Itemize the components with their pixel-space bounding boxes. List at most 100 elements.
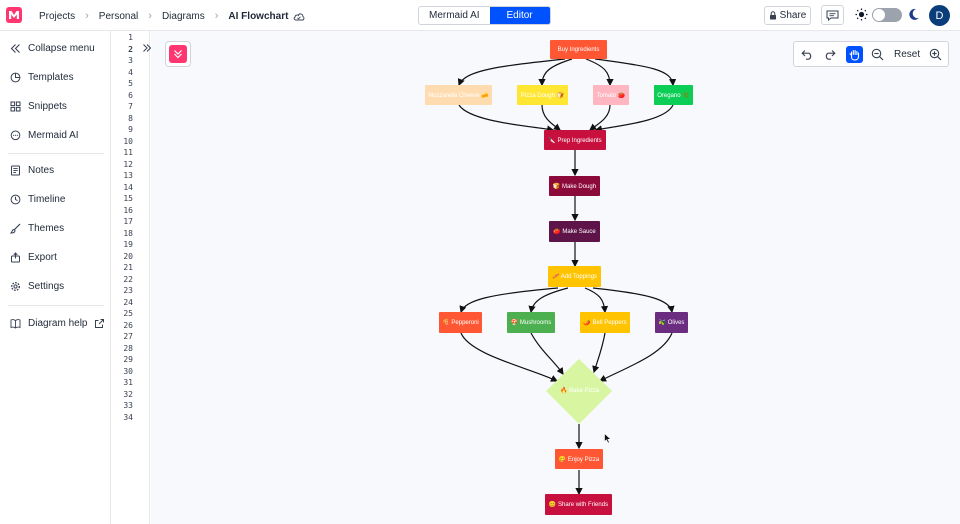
line-number: 22 xyxy=(123,274,133,284)
sidebar-item-label: Settings xyxy=(28,280,65,292)
collapse-panel-button[interactable] xyxy=(165,41,191,67)
sidebar-item-label: Export xyxy=(28,251,57,263)
clock-icon xyxy=(10,194,21,204)
paintbrush-icon xyxy=(10,223,21,234)
sidebar-item-label: Themes xyxy=(28,222,65,234)
sun-icon[interactable] xyxy=(855,8,868,21)
breadcrumb-projects[interactable]: Projects xyxy=(39,10,76,22)
node-make-sauce[interactable]: 🍅 Make Sauce xyxy=(549,221,600,242)
node-add-toppings[interactable]: 🥓 Add Toppings xyxy=(548,266,601,287)
sidebar-item-label: Collapse menu xyxy=(28,42,95,54)
line-number: 23 xyxy=(123,286,133,295)
line-number: 17 xyxy=(123,217,133,226)
line-number: 31 xyxy=(123,378,133,387)
line-number: 27 xyxy=(123,332,133,341)
toggle-knob xyxy=(873,9,885,21)
line-number: 25 xyxy=(123,309,133,318)
sidebar-item-label: Notes xyxy=(28,164,55,176)
double-chevron-down-icon xyxy=(169,45,187,63)
mode-mermaid-ai-tab[interactable]: Mermaid AI xyxy=(429,10,480,21)
line-number: 4 xyxy=(128,67,133,77)
line-number: 18 xyxy=(123,228,133,238)
zoom-out-icon[interactable] xyxy=(869,46,886,63)
sidebar-divider xyxy=(8,153,104,154)
breadcrumb-personal[interactable]: Personal xyxy=(98,10,139,22)
sidebar-item-label: Snippets xyxy=(28,100,67,112)
feedback-button[interactable] xyxy=(821,5,844,25)
line-number: 9 xyxy=(128,125,133,134)
line-number: 8 xyxy=(128,113,133,123)
sidebar-item-snippets[interactable]: Snippets xyxy=(10,98,67,114)
sidebar-item-settings[interactable]: Settings xyxy=(10,278,64,294)
line-number: 19 xyxy=(123,240,133,249)
pan-hand-icon[interactable] xyxy=(846,46,863,63)
sidebar: Collapse menu Templates Snippets Mermaid… xyxy=(0,31,111,524)
avatar[interactable]: D xyxy=(929,5,950,26)
node-enjoy-pizza[interactable]: 😋 Enjoy Pizza xyxy=(555,449,603,469)
line-number: 26 xyxy=(123,320,133,330)
node-pizza-dough[interactable]: Pizza Dough 🍞 xyxy=(517,85,568,105)
notes-icon xyxy=(11,165,20,175)
undo-icon[interactable] xyxy=(799,46,816,63)
mouse-cursor-icon xyxy=(604,433,612,444)
node-bake-pizza-label[interactable]: 🔥 Bake Pizza xyxy=(560,388,600,394)
share-button[interactable]: Share xyxy=(764,6,811,25)
sidebar-item-themes[interactable]: Themes xyxy=(10,220,64,236)
sidebar-item-mermaid-ai[interactable]: Mermaid AI xyxy=(10,127,79,143)
sidebar-item-collapse-menu[interactable]: Collapse menu xyxy=(10,40,95,56)
zoom-reset-button[interactable]: Reset xyxy=(894,49,921,60)
sidebar-item-notes[interactable]: Notes xyxy=(10,162,54,178)
line-number: 32 xyxy=(123,389,133,399)
zoom-in-icon[interactable] xyxy=(927,46,944,63)
snippets-icon xyxy=(10,101,21,111)
chat-icon xyxy=(826,10,839,21)
share-label: Share xyxy=(779,10,807,21)
moon-icon[interactable] xyxy=(908,8,920,21)
breadcrumb: Projects › Personal › Diagrams › AI Flow… xyxy=(39,10,305,22)
line-number: 14 xyxy=(123,182,133,192)
lock-icon xyxy=(769,11,776,20)
line-number: 3 xyxy=(128,56,133,65)
sidebar-item-templates[interactable]: Templates xyxy=(10,69,74,85)
theme-toggle[interactable] xyxy=(872,8,902,22)
line-number: 7 xyxy=(128,102,133,111)
node-olives[interactable]: 🫒 Olives xyxy=(655,312,688,333)
line-number: 33 xyxy=(123,401,133,410)
breadcrumb-diagrams[interactable]: Diagrams xyxy=(161,10,205,22)
external-link-icon xyxy=(95,318,105,328)
mode-editor-tab[interactable]: Editor xyxy=(489,7,550,24)
mermaid-logo[interactable] xyxy=(6,7,22,23)
book-icon xyxy=(10,318,21,329)
sidebar-item-label: Templates xyxy=(28,71,74,83)
line-number: 28 xyxy=(123,343,133,353)
chat-bubble-icon xyxy=(10,130,21,140)
line-number: 2 xyxy=(128,44,133,54)
line-number: 12 xyxy=(123,159,133,169)
line-number: 16 xyxy=(123,205,133,215)
node-buy-ingredients[interactable]: Buy Ingredients xyxy=(550,40,607,59)
line-number: 24 xyxy=(123,297,133,307)
double-chevron-right-icon[interactable] xyxy=(142,43,152,53)
sidebar-divider xyxy=(8,305,104,306)
redo-icon[interactable] xyxy=(821,46,838,63)
cloud-saved-icon xyxy=(293,12,305,21)
node-mushrooms[interactable]: 🍄 Mushrooms xyxy=(507,312,555,333)
node-oregano[interactable]: Oregano 🌿 xyxy=(654,85,693,105)
line-number: 5 xyxy=(128,79,133,88)
node-share-with-friends[interactable]: 😊 Share with Friends xyxy=(545,494,612,515)
sidebar-item-export[interactable]: Export xyxy=(10,249,57,265)
sidebar-item-timeline[interactable]: Timeline xyxy=(10,191,65,207)
node-prep-ingredients[interactable]: 🔪 Prep Ingredients xyxy=(544,130,606,150)
node-bell-peppers[interactable]: 🌶️ Bell Peppers xyxy=(580,312,630,333)
breadcrumb-current-diagram[interactable]: AI Flowchart xyxy=(228,10,289,22)
node-make-dough[interactable]: 🍞 Make Dough xyxy=(549,176,600,196)
double-chevron-left-icon xyxy=(10,43,20,53)
node-pepperoni[interactable]: 🍕 Pepperoni xyxy=(439,312,482,333)
node-mozzarella-cheese[interactable]: Mozzarella Cheese 🧀 xyxy=(425,85,492,105)
sidebar-item-diagram-help[interactable]: Diagram help xyxy=(10,315,105,331)
line-number: 21 xyxy=(123,263,133,272)
line-number: 11 xyxy=(123,148,133,157)
node-tomato[interactable]: Tomato 🍅 xyxy=(593,85,629,105)
export-icon xyxy=(11,251,20,262)
